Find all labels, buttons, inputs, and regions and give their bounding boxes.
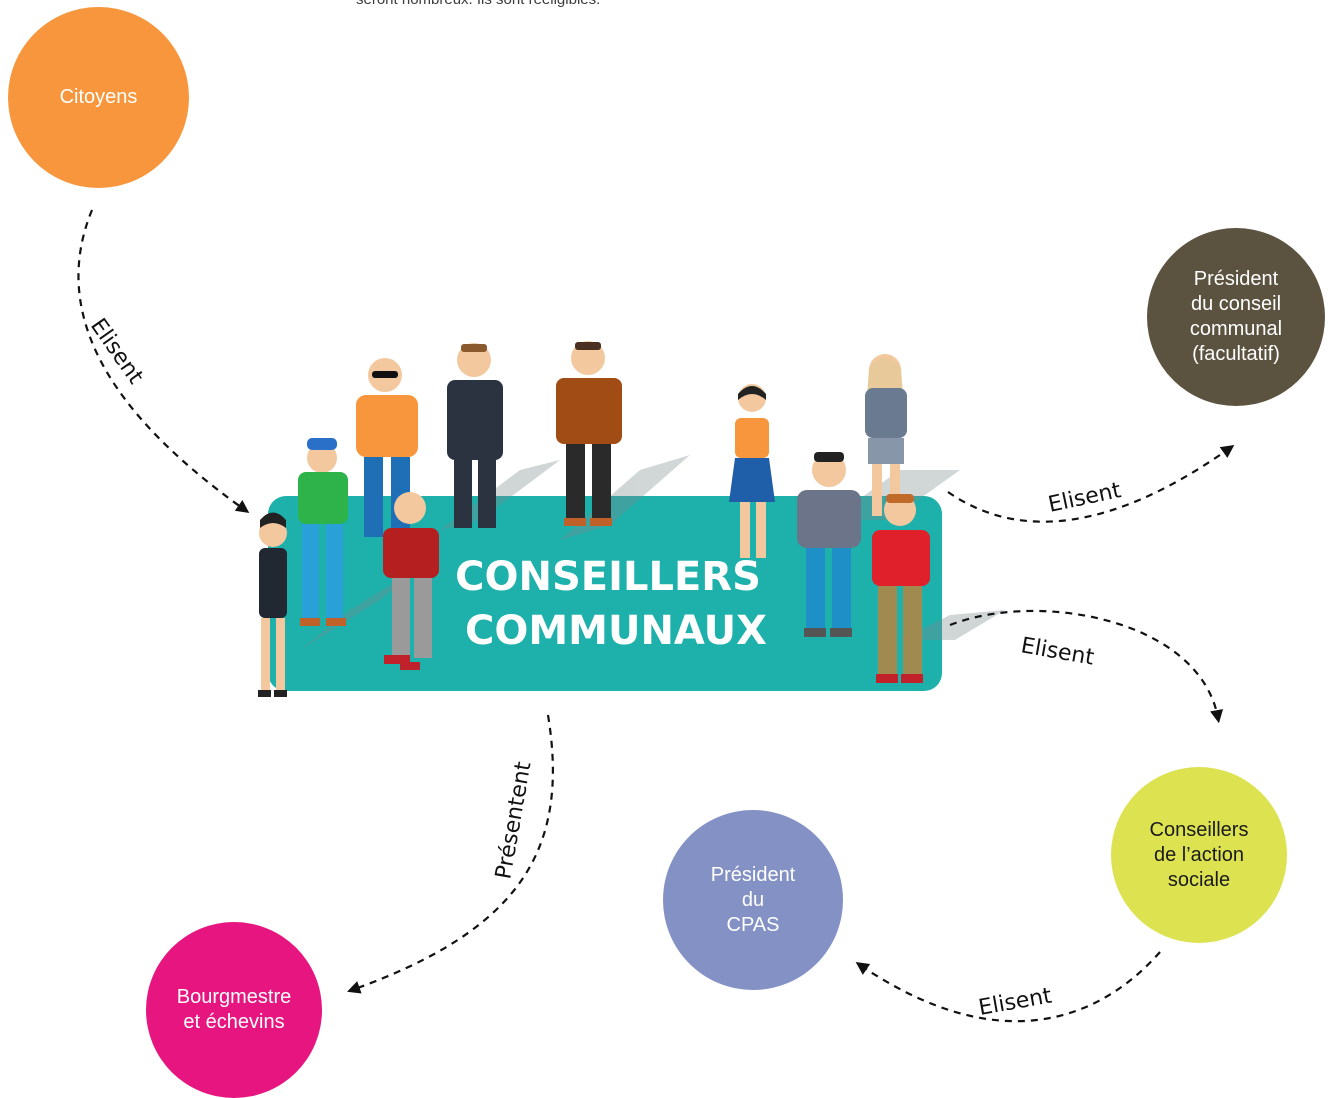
- person-figure: [383, 492, 439, 670]
- central-title-line1: CONSEILLERS: [455, 554, 761, 600]
- arrow-citoyens-to-conseillers: [77, 209, 250, 514]
- person-figure: [865, 354, 907, 516]
- node-president-cpas: Président du CPAS: [663, 810, 843, 990]
- node-bourgmestre-echevins: Bourgmestre et échevins: [146, 922, 322, 1098]
- person-figure: [797, 452, 861, 637]
- person-figure: [298, 438, 348, 626]
- node-president-conseil-communal: Président du conseil communal (facultati…: [1147, 228, 1325, 406]
- arrow-conseillers-to-bourgmestre: [347, 714, 554, 994]
- arrow-conseillers-to-president-conseil: [947, 444, 1235, 523]
- person-figure: [447, 343, 503, 528]
- label-elisent-action-sociale: Elisent: [1019, 633, 1096, 670]
- people-illustration: [258, 341, 930, 697]
- central-title-line2: COMMUNAUX: [465, 608, 767, 654]
- label-elisent-cpas: Elisent: [977, 983, 1054, 1020]
- arrow-conseillers-to-action-sociale: [949, 609, 1224, 724]
- node-conseillers-action-sociale: Conseillers de l’action sociale: [1111, 767, 1287, 943]
- label-presentent: Présentent: [491, 759, 536, 881]
- label-elisent-president-conseil: Elisent: [1046, 478, 1124, 518]
- label-elisent-citoyens: Elisent: [85, 314, 148, 389]
- person-figure: [258, 512, 287, 697]
- person-figure: [729, 384, 775, 558]
- person-figure: [872, 494, 930, 683]
- person-figure: [556, 341, 622, 526]
- node-citoyens: Citoyens: [8, 7, 189, 188]
- intro-text-fragment: seront nombreux. Ils sont rééligibles.: [356, 0, 600, 8]
